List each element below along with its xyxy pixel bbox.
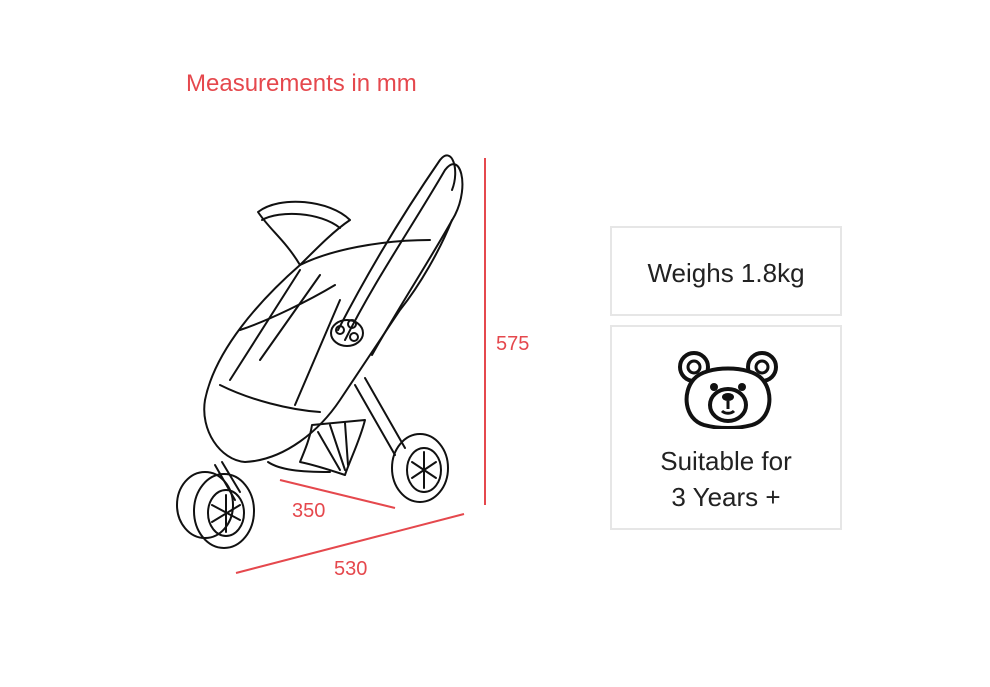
age-line-2: 3 Years + [671, 482, 781, 512]
height-label: 575 [496, 333, 530, 355]
depth-dimension-line [279, 479, 396, 509]
length-label: 530 [334, 558, 368, 580]
length-dimension-line [235, 513, 465, 574]
stroller-illustration [176, 154, 464, 549]
age-line-1: Suitable for [660, 446, 792, 476]
depth-label: 350 [292, 500, 326, 522]
teddy-bear-icon [678, 351, 778, 429]
age-box: Suitable for 3 Years + [610, 325, 842, 530]
weight-box: Weighs 1.8kg [610, 226, 842, 316]
measurements-title: Measurements in mm [186, 70, 417, 97]
weight-text: Weighs 1.8kg [647, 258, 805, 288]
age-text: Suitable for 3 Years + [612, 443, 840, 515]
